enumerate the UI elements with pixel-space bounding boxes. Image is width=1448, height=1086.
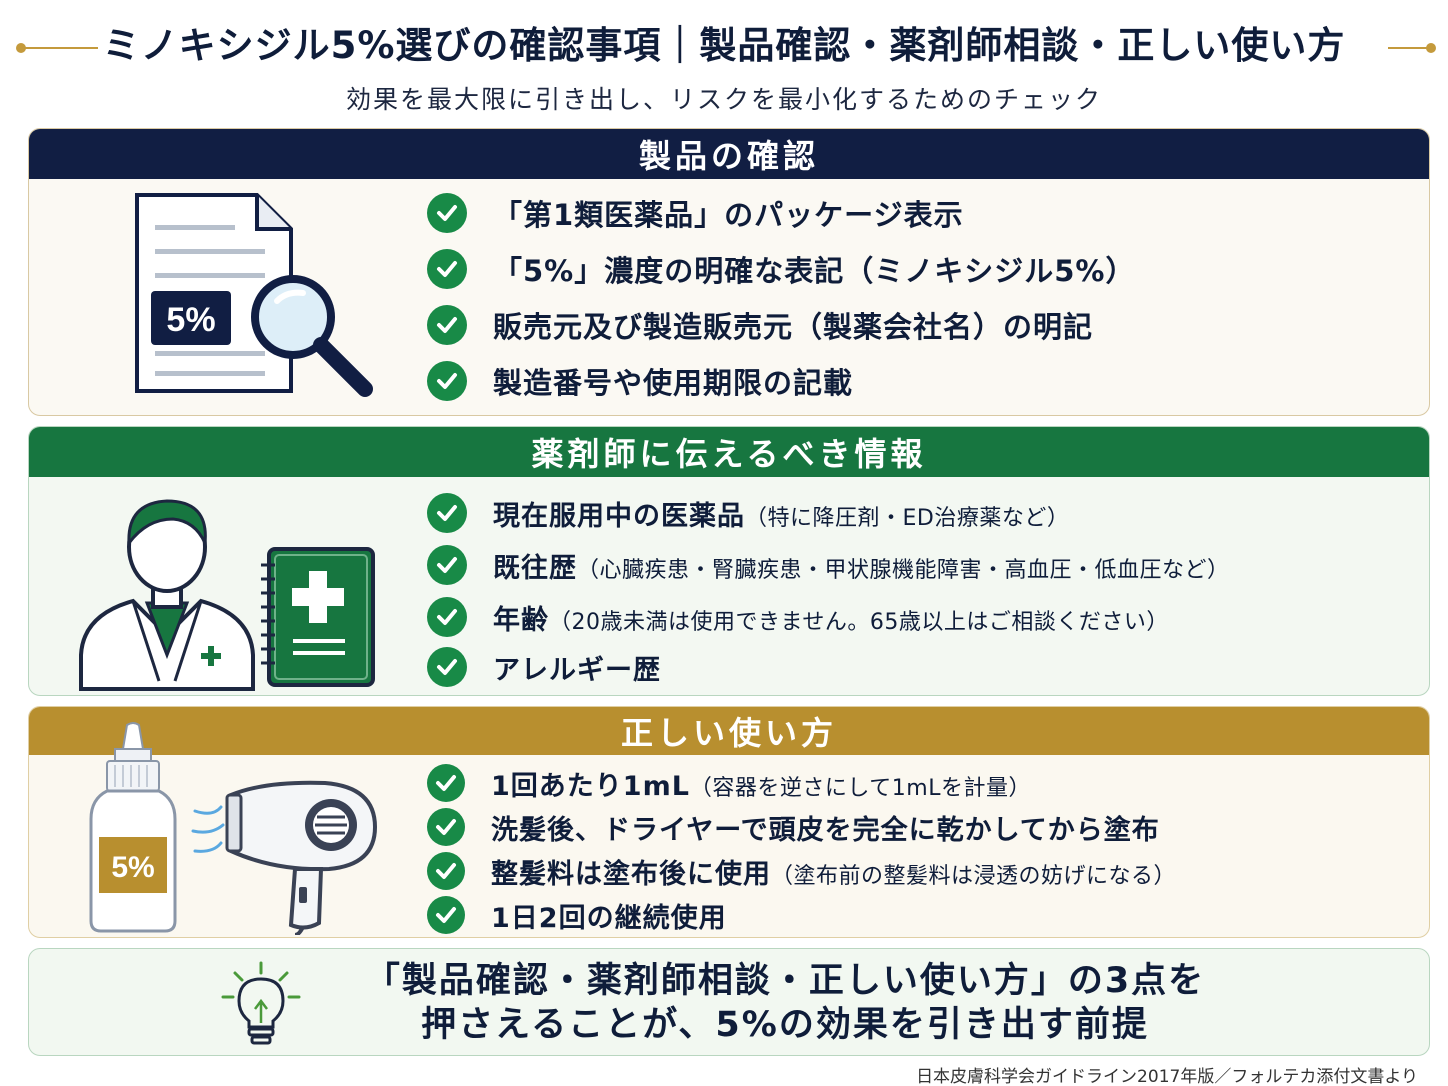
section-product-check: 製品の確認 5% 「第1類医薬品」のパッケージ表示 「5%」濃度の明 <box>28 128 1430 416</box>
check-circle-icon <box>427 493 467 533</box>
item-text: 「5%」濃度の明確な表記（ミノキシジル5%） <box>493 254 1136 288</box>
page-title: ミノキシジル5%選びの確認事項｜製品確認・薬剤師相談・正しい使い方 <box>102 24 1346 67</box>
document-label: 5% <box>166 301 215 339</box>
summary-line-1: 「製品確認・薬剤師相談・正しい使い方」の3点を <box>364 961 1206 1001</box>
section-body: 現在服用中の医薬品（特に降圧剤・ED治療薬など） 既往歴（心臓疾患・腎臓疾患・甲… <box>29 477 1429 695</box>
item-text: 販売元及び製造販売元（製薬会社名）の明記 <box>493 310 1094 344</box>
title-dot-right <box>1426 43 1436 53</box>
source-note: 日本皮膚科学会ガイドライン2017年版／フォルテカ添付文書より <box>916 1067 1418 1086</box>
section-heading: 薬剤師に伝えるべき情報 <box>29 427 1429 477</box>
section-body: 5% 「第1類医薬品」のパッケージ表示 「5%」濃度の明確な表記（ミノキシジル5… <box>29 179 1429 415</box>
list-item: 「5%」濃度の明確な表記（ミノキシジル5%） <box>427 247 1135 291</box>
check-circle-icon <box>427 896 465 934</box>
bottle-label: 5% <box>111 851 154 884</box>
check-circle-icon <box>427 193 467 233</box>
item-note: （塗布前の整髪料は浸透の妨げになる） <box>771 863 1177 889</box>
pharmacist-icon <box>79 499 255 691</box>
item-text: 年齢（20歳未満は使用できません。65歳以上はご相談ください） <box>493 604 1169 636</box>
check-circle-icon <box>427 545 467 585</box>
list-item: アレルギー歴 <box>427 645 661 689</box>
check-circle-icon <box>427 597 467 637</box>
summary-text: 「製品確認・薬剤師相談・正しい使い方」の3点を 押さえることが、5%の効果を引き… <box>325 959 1245 1047</box>
item-note: （20歳未満は使用できません。65歳以上はご相談ください） <box>549 609 1169 635</box>
item-text: 現在服用中の医薬品（特に降圧剤・ED治療薬など） <box>493 500 1070 532</box>
section-correct-usage: 正しい使い方 5% 1回あ <box>28 706 1430 938</box>
notebook-icon <box>261 547 375 687</box>
list-item: 「第1類医薬品」のパッケージ表示 <box>427 191 964 235</box>
lightbulb-icon <box>221 961 301 1045</box>
list-item: 現在服用中の医薬品（特に降圧剤・ED治療薬など） <box>427 491 1069 535</box>
document-icon: 5% <box>135 193 293 393</box>
item-text: 1日2回の継続使用 <box>491 902 727 934</box>
item-text: 1回あたり1mL（容器を逆さにして1mLを計量） <box>491 770 1031 802</box>
check-circle-icon <box>427 808 465 846</box>
list-item: 1日2回の継続使用 <box>427 893 727 937</box>
section-heading: 製品の確認 <box>29 129 1429 179</box>
list-item: 販売元及び製造販売元（製薬会社名）の明記 <box>427 303 1093 347</box>
page-subtitle: 効果を最大限に引き出し、リスクを最小化するためのチェック <box>345 85 1102 114</box>
item-note: （容器を逆さにして1mLを計量） <box>689 775 1031 801</box>
title-rule-left <box>20 47 98 49</box>
item-text: 「第1類医薬品」のパッケージ表示 <box>493 198 964 232</box>
check-circle-icon <box>427 249 467 289</box>
hair-dryer-icon <box>225 780 378 935</box>
title-row: ミノキシジル5%選びの確認事項｜製品確認・薬剤師相談・正しい使い方 <box>0 14 1448 70</box>
list-item: 年齢（20歳未満は使用できません。65歳以上はご相談ください） <box>427 595 1169 639</box>
check-circle-icon <box>427 764 465 802</box>
air-flow-icon <box>191 805 225 853</box>
item-note: （心臓疾患・腎臓疾患・甲状腺機能障害・高血圧・低血圧など） <box>577 557 1230 583</box>
bottle-icon: 5% <box>89 722 177 933</box>
check-circle-icon <box>427 647 467 687</box>
list-item: 1回あたり1mL（容器を逆さにして1mLを計量） <box>427 761 1031 805</box>
section-body: 5% 1回あたり1mL（容器を逆さにして1mLを計量） 洗髪後、ドライヤーで <box>29 722 1429 937</box>
title-rule-right <box>1388 47 1432 49</box>
summary-line-2: 押さえることが、5%の効果を引き出す前提 <box>421 1005 1149 1045</box>
section-pharmacist-info: 薬剤師に伝えるべき情報 <box>28 426 1430 696</box>
item-text: 洗髪後、ドライヤーで頭皮を完全に乾かしてから塗布 <box>491 814 1160 846</box>
list-item: 整髪料は塗布後に使用（塗布前の整髪料は浸透の妨げになる） <box>427 849 1176 893</box>
item-text: 整髪料は塗布後に使用（塗布前の整髪料は浸透の妨げになる） <box>491 858 1177 890</box>
check-circle-icon <box>427 361 467 401</box>
title-dot-left <box>16 43 26 53</box>
list-item: 洗髪後、ドライヤーで頭皮を完全に乾かしてから塗布 <box>427 805 1160 849</box>
section-heading: 正しい使い方 <box>29 707 1429 755</box>
check-circle-icon <box>427 852 465 890</box>
item-text: 製造番号や使用期限の記載 <box>493 366 854 400</box>
check-circle-icon <box>427 305 467 345</box>
item-note: （特に降圧剤・ED治療薬など） <box>745 505 1070 531</box>
list-item: 製造番号や使用期限の記載 <box>427 359 853 403</box>
item-text: アレルギー歴 <box>493 654 661 686</box>
list-item: 既往歴（心臓疾患・腎臓疾患・甲状腺機能障害・高血圧・低血圧など） <box>427 543 1230 587</box>
item-text: 既往歴（心臓疾患・腎臓疾患・甲状腺機能障害・高血圧・低血圧など） <box>493 552 1230 584</box>
summary-box: 「製品確認・薬剤師相談・正しい使い方」の3点を 押さえることが、5%の効果を引き… <box>28 948 1430 1056</box>
magnifier-icon <box>251 275 373 397</box>
